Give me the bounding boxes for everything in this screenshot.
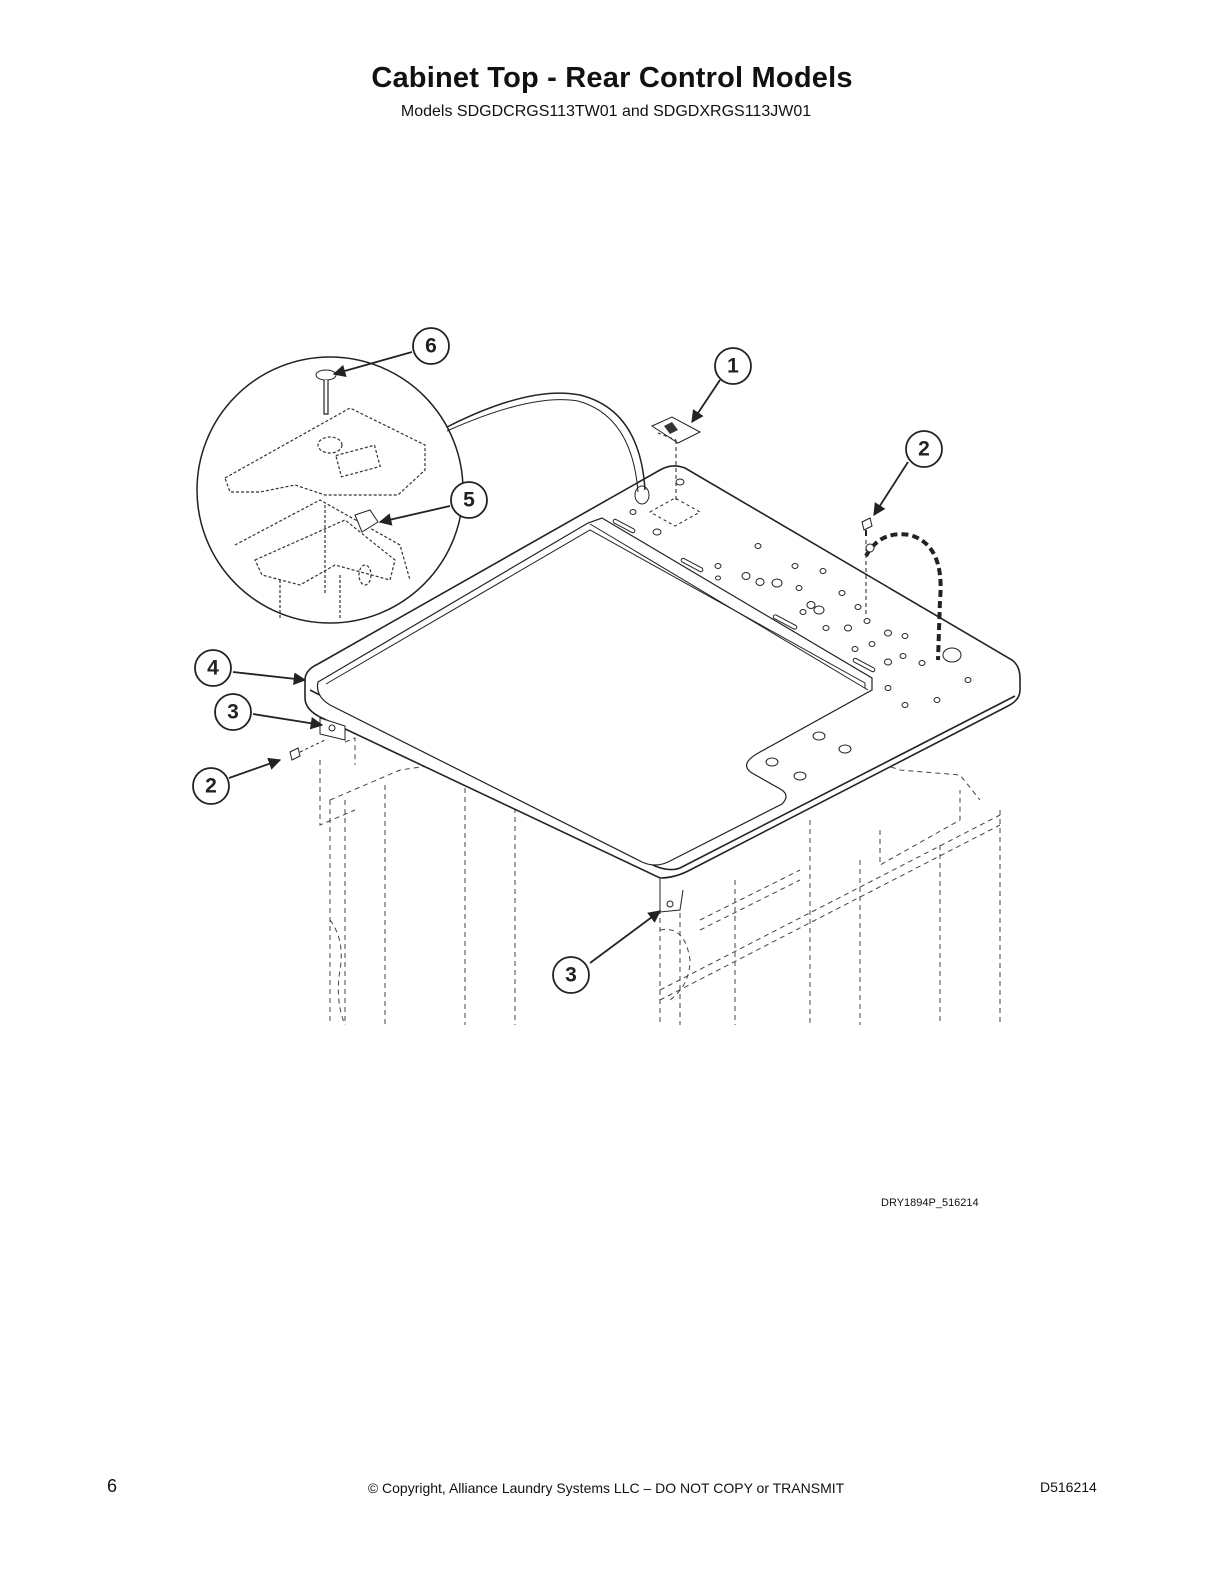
detail-magnifier (196, 356, 646, 624)
top-panel-holes (612, 478, 972, 781)
callout-6: 6 (412, 327, 450, 365)
page-title: Cabinet Top - Rear Control Models (371, 62, 853, 94)
document-id: D516214 (1040, 1479, 1097, 1495)
copyright-notice: © Copyright, Alliance Laundry Systems LL… (367, 1480, 845, 1496)
cabinet-body-hidden-lines (319, 737, 1001, 1026)
svg-text:5: 5 (463, 489, 475, 512)
svg-text:2: 2 (205, 775, 217, 798)
label-part (648, 416, 702, 527)
callout-3-bottom: 3 (552, 956, 590, 994)
callouts: 6 1 2 5 4 3 2 3 (192, 327, 943, 994)
svg-text:3: 3 (227, 701, 239, 724)
callout-leaders (228, 351, 909, 964)
callout-2-top: 2 (905, 430, 943, 468)
screw-part-top (861, 517, 943, 661)
bottom-bracket (659, 878, 684, 913)
callout-5: 5 (450, 481, 488, 519)
callout-1: 1 (714, 347, 752, 385)
callout-2-left: 2 (192, 767, 230, 805)
svg-text:6: 6 (425, 335, 437, 358)
page-number: 6 (107, 1476, 118, 1496)
callout-3-left: 3 (214, 693, 252, 731)
callout-4: 4 (194, 649, 232, 687)
page-subtitle: Models SDGDCRGS113TW01 and SDGDXRGS113JW… (400, 103, 812, 120)
cabinet-top-panel (304, 465, 1021, 879)
drawing-id: DRY1894P_516214 (881, 1197, 979, 1209)
svg-text:3: 3 (565, 964, 577, 987)
svg-text:1: 1 (727, 355, 739, 378)
svg-text:4: 4 (207, 657, 219, 680)
svg-text:2: 2 (918, 438, 930, 461)
left-bracket (289, 717, 346, 761)
